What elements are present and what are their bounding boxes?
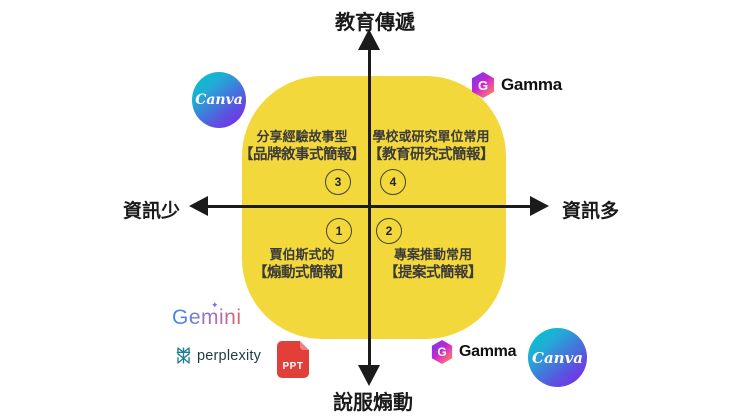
- gamma-logo-label: Gamma: [459, 343, 517, 360]
- quadrant-bottom-right-text: 專案推動常用 【提案式簡報】: [348, 245, 518, 283]
- number-badge-3: 3: [325, 169, 351, 195]
- perplexity-logo-label: perplexity: [197, 347, 262, 364]
- axis-label-left: 資訊少: [122, 201, 180, 222]
- arrow-right-icon: [530, 196, 549, 216]
- axis-label-top: 教育傳遞: [335, 12, 415, 34]
- quadrant-top-left-text: 分享經驗故事型 【品牌敘事式簡報】: [217, 127, 387, 165]
- canva-logo: Canva: [192, 72, 246, 128]
- gamma-logo: G Gamma: [471, 72, 562, 98]
- gemini-logo-label: Gemini: [172, 306, 242, 329]
- gamma-icon-letter: G: [437, 345, 447, 359]
- number-badge-2: 2: [376, 218, 402, 244]
- gamma-logo: G Gamma: [431, 340, 517, 364]
- quadrant-top-right-text: 學校或研究單位常用 【教育研究式簡報】: [346, 127, 516, 165]
- quadrant-subtitle: 【提案式簡報】: [384, 265, 483, 281]
- horizontal-axis-line: [206, 205, 532, 208]
- quadrant-subtitle: 【煽動式簡報】: [253, 265, 352, 281]
- quadrant-title: 賈伯斯式的: [269, 247, 335, 262]
- ppt-icon-label: PPT: [282, 361, 304, 372]
- axis-label-bottom: 說服煽動: [333, 392, 413, 414]
- quadrant-title: 分享經驗故事型: [256, 129, 348, 144]
- canva-logo: Canva: [528, 328, 587, 387]
- quadrant-title: 專案推動常用: [393, 247, 472, 262]
- ppt-file-icon: PPT: [277, 341, 309, 378]
- gamma-icon: G: [431, 340, 453, 364]
- quadrant-subtitle: 【品牌敘事式簡報】: [239, 147, 366, 163]
- canva-logo-label: Canva: [532, 348, 583, 367]
- number-badge-1: 1: [326, 218, 352, 244]
- vertical-axis-line: [368, 48, 371, 368]
- gemini-logo: Gemini ✦: [172, 300, 242, 330]
- canva-logo-label: Canva: [195, 92, 243, 108]
- gamma-icon: G: [471, 72, 495, 98]
- number-badge-4: 4: [380, 169, 406, 195]
- arrow-left-icon: [189, 196, 208, 216]
- quadrant-bottom-left-text: 賈伯斯式的 【煽動式簡報】: [217, 245, 387, 283]
- perplexity-icon: [176, 347, 191, 364]
- arrow-up-icon: [358, 29, 380, 50]
- sparkle-icon: ✦: [211, 300, 219, 310]
- quadrant-title: 學校或研究單位常用: [372, 129, 490, 144]
- quadrant-subtitle: 【教育研究式簡報】: [368, 147, 495, 163]
- arrow-down-icon: [358, 365, 380, 386]
- gamma-logo-label: Gamma: [501, 75, 562, 94]
- axis-label-right: 資訊多: [562, 201, 620, 222]
- gamma-icon-letter: G: [477, 77, 489, 93]
- perplexity-logo: perplexity: [174, 346, 261, 365]
